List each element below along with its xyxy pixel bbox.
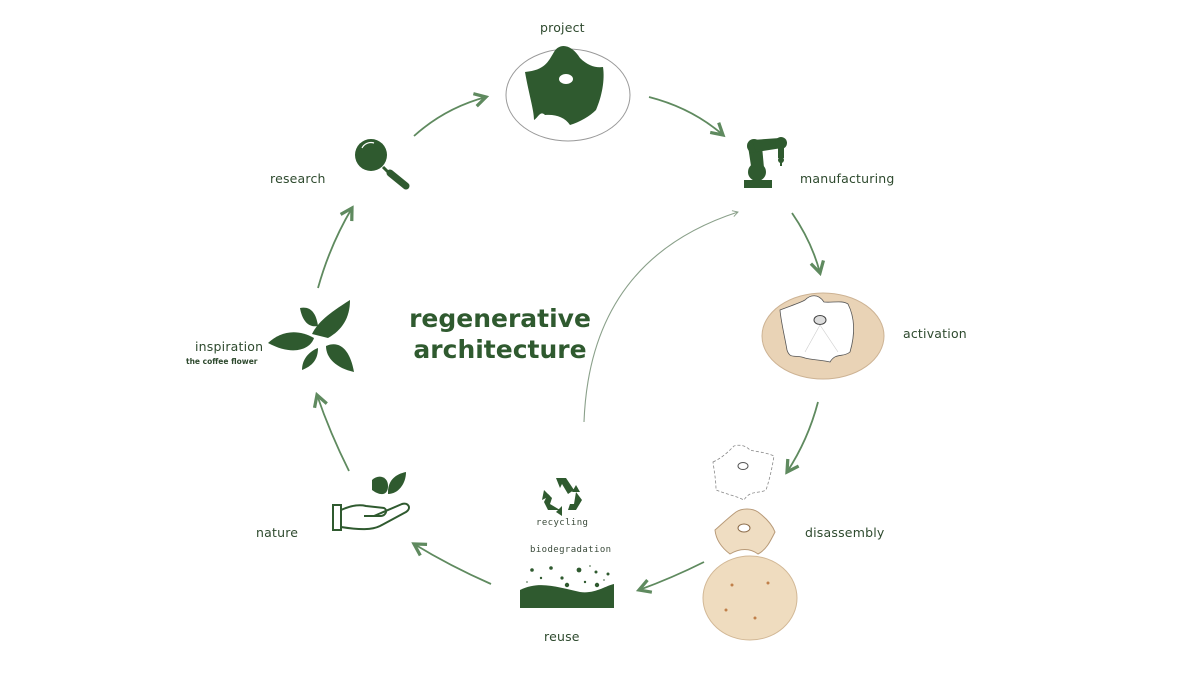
arrow-inspiration-to-research xyxy=(317,208,352,289)
arrow-research-to-project xyxy=(413,97,486,137)
stage-label-research: research xyxy=(270,171,326,186)
title-line-1: regenerative xyxy=(409,304,591,333)
arrow-nature-to-inspiration xyxy=(317,395,350,472)
stage-sublabel-inspiration: the coffee flower xyxy=(186,357,258,366)
recycling-label: recycling xyxy=(536,518,589,528)
recycle-icon xyxy=(542,478,582,516)
stage-label-nature: nature xyxy=(256,525,299,540)
arrow-project-to-manufacturing xyxy=(648,96,723,135)
stage-label-inspiration: inspiration xyxy=(195,339,264,354)
arrow-disassembly-to-reuse xyxy=(639,561,705,590)
title-line-2: architecture xyxy=(413,335,587,364)
diagram-title: regenerative architecture xyxy=(400,303,600,365)
stage-label-manufacturing: manufacturing xyxy=(800,171,895,186)
biodegradation-label: biodegradation xyxy=(530,545,612,555)
arrow-manufacturing-to-activation xyxy=(791,212,820,273)
robot-arm-icon xyxy=(744,137,787,188)
canopy-shape-icon xyxy=(505,46,631,142)
stage-label-reuse: reuse xyxy=(544,629,580,644)
stage-label-activation: activation xyxy=(903,326,967,341)
soil-particles-icon xyxy=(520,565,614,608)
wood-disc-with-canopy xyxy=(761,292,885,380)
coffee-flower-icon xyxy=(268,300,354,372)
magnifier-icon xyxy=(355,139,410,190)
stage-label-project: project xyxy=(540,20,585,35)
arrow-activation-to-disassembly xyxy=(787,401,819,472)
arrow-reuse-to-nature xyxy=(414,544,492,585)
stage-label-disassembly: disassembly xyxy=(805,525,885,540)
hand-with-leaves-icon xyxy=(332,472,410,531)
exploded-layers-illustration xyxy=(702,444,798,641)
arrow-reuse-to-manufacturing xyxy=(583,210,739,423)
